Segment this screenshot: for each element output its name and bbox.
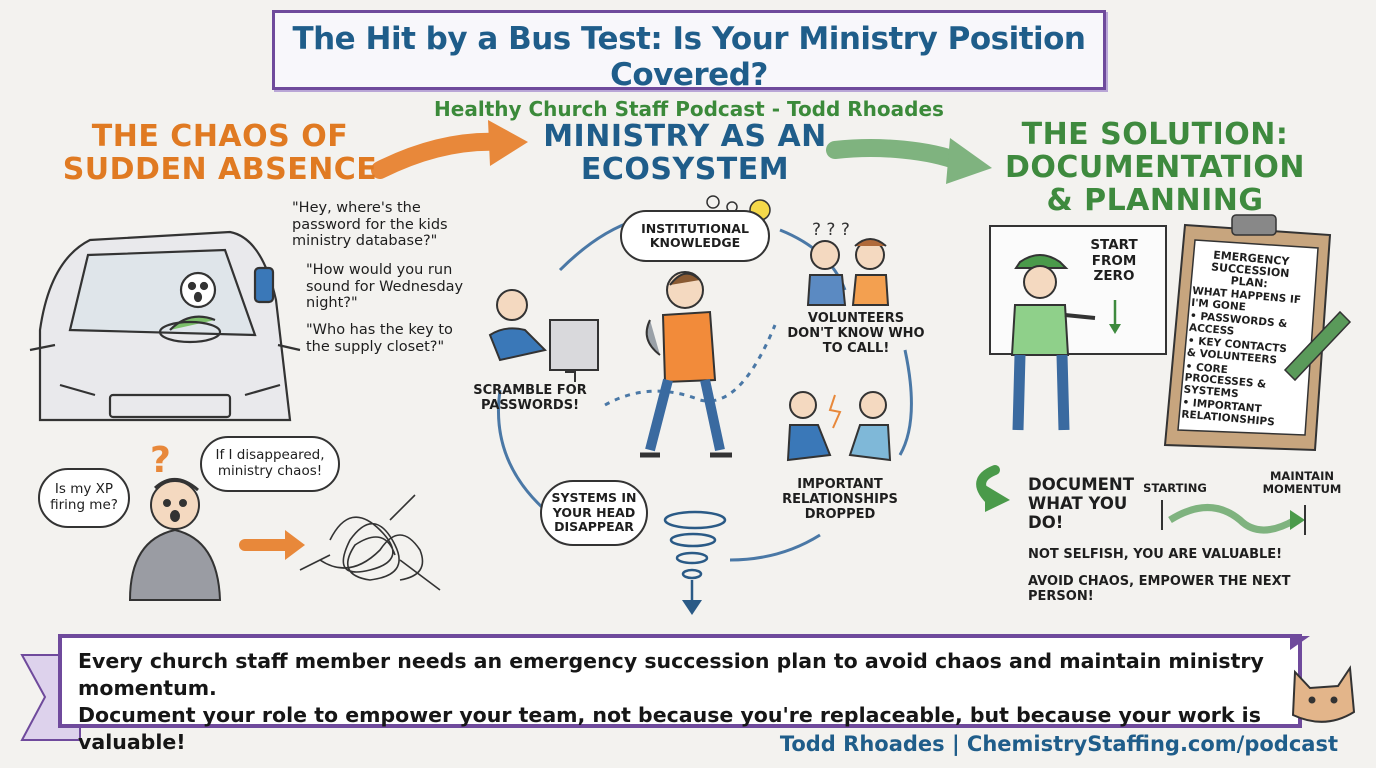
chaos-heading: THE CHAOS OF SUDDEN ABSENCE [60,120,380,186]
page-subtitle: Healthy Church Staff Podcast - Todd Rhoa… [434,97,944,121]
chaos-heading-line1: THE CHAOS OF [91,119,349,154]
presenter-person [1010,254,1096,431]
ecosystem-heading-line1: MINISTRY AS AN [543,119,827,154]
momentum-path [1161,500,1306,535]
tangled-cords-icon [299,494,441,591]
solution-heading-line2: DOCUMENTATION [1005,150,1305,185]
ecosystem-heading-line2: ECOSYSTEM [580,152,790,187]
page-title: The Hit by a Bus Test: Is Your Ministry … [292,21,1086,93]
pen-icon [1283,310,1352,382]
arrow-ecosystem-to-solution [826,139,969,171]
stressed-person [128,478,222,601]
solution-heading: THE SOLUTION: DOCUMENTATION & PLANNING [1005,118,1305,217]
tornado-arrow-icon [682,600,702,615]
footer-credit: Todd Rhoades | ChemistryStaffing.com/pod… [779,732,1338,756]
maintain-label: MAINTAIN MOMENTUM [1262,469,1342,497]
note-not-selfish: NOT SELFISH, YOU ARE VALUABLE! [1028,547,1283,562]
note-avoid-chaos: AVOID CHAOS, EMPOWER THE NEXT PERSON! [1028,574,1291,604]
label-volunteers: VOLUNTEERS DON'T KNOW WHO TO CALL! [787,311,925,356]
question-mark-icon: ? ? ? [812,220,850,240]
label-systems: SYSTEMS IN YOUR HEAD DISAPPEAR [540,480,648,546]
clipboard-illustration [1163,214,1332,452]
handshake-illustration [786,391,892,462]
arrow-chaos-to-ecosystem [371,132,509,179]
document-label: DOCUMENT WHAT YOU DO! [1028,475,1134,532]
curved-arrow-head [985,485,1010,512]
solution-heading-line1: THE SOLUTION: [1021,117,1289,152]
banner-text: Every church staff member needs an emerg… [78,648,1268,756]
ecosystem-heading: MINISTRY AS AN ECOSYSTEM [540,120,830,186]
thought-xp: Is my XP firing me? [38,468,130,528]
banner-line1: Every church staff member needs an emerg… [78,649,1264,701]
label-relationships: IMPORTANT RELATIONSHIPS DROPPED [782,477,898,522]
chaos-heading-line2: SUDDEN ABSENCE [62,152,378,187]
arrow-head-orange [488,120,528,166]
computer-icon [488,289,599,382]
label-passwords: SCRAMBLE FOR PASSWORDS! [473,383,587,413]
quote-key: "Who has the key to the supply closet?" [306,322,453,355]
confused-volunteers [806,238,890,306]
arrow-head-green [946,138,992,184]
arrow-head-small [285,530,305,560]
banner-line2: Document your role to empower your team,… [78,703,1261,755]
solution-heading-line3: & PLANNING [1046,183,1264,218]
label-institutional-knowledge: INSTITUTIONAL KNOWLEDGE [620,210,770,262]
quote-sound: "How would you run sound for Wednesday n… [306,262,464,312]
whiteboard-text: START FROM ZERO [1090,237,1138,285]
quote-password: "Hey, where's the password for the kids … [292,200,448,250]
question-mark-icon: ? [150,440,171,481]
cat-icon [1291,665,1356,723]
car-illustration [29,230,301,422]
thought-disappeared: If I disappeared, ministry chaos! [200,436,340,492]
walking-person [640,271,732,458]
tornado-icon [663,510,727,605]
clipboard-text: EMERGENCY SUCCESSION PLAN: WHAT HAPPENS … [1181,248,1308,430]
title-box: The Hit by a Bus Test: Is Your Ministry … [272,10,1106,121]
starting-label: STARTING [1143,481,1207,495]
banner-ribbon [20,634,1310,741]
